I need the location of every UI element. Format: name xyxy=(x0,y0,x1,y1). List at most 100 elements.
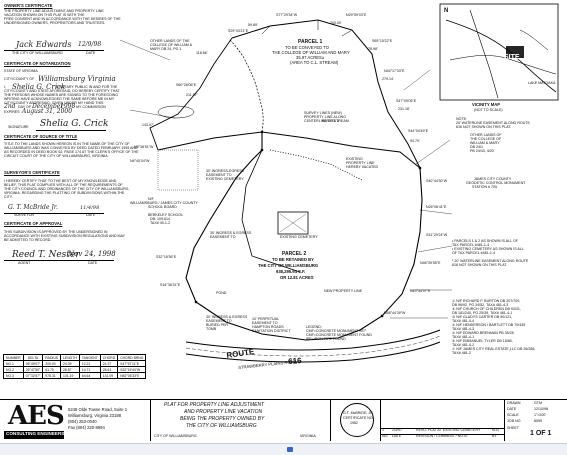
ingress-label-1: 30' INGRESS & EGRESS xyxy=(210,231,252,235)
adjoiner-6: TAX# 481-4-4 xyxy=(452,319,475,323)
approval-text-2: ACCORDANCE WITH EXISTING SUBDIVISION REG… xyxy=(4,234,126,238)
notarization-expires: August 31, 2000 xyxy=(22,108,73,115)
pond-outline xyxy=(157,105,195,119)
approval-text-1: THIS SUBDIVISION IS APPROVED BY THE UNDE… xyxy=(4,230,108,234)
parcel2-boundary xyxy=(185,132,423,341)
owners-date: 12/9/98 xyxy=(78,41,102,48)
survey-line-label-1: SURVEY LINES (NEW) xyxy=(304,111,342,115)
notarization-signature: Shelia G. Crick xyxy=(40,119,109,129)
approval-date: Nov 24, 1998 xyxy=(68,250,116,258)
north-arrow-icon: N xyxy=(444,8,449,14)
ingress-label-2: EASEMENT TO xyxy=(210,235,236,239)
source-text-2: WILLIAMSBURG AND WAS CONVEYED BY DEED DA… xyxy=(4,146,138,150)
parcel2-line-4: 938,295.94 S.F. xyxy=(276,269,306,274)
curve-cell: N52°06'33"E xyxy=(117,372,147,379)
company-address-1: 5248 Olde Towne Road, Suite 1 xyxy=(68,407,128,412)
boundary-bearing: N10°34'07"E xyxy=(410,289,431,293)
perpetual-easement-4: SANITATION DISTRICT xyxy=(252,329,291,333)
curve-cell: 131.09 xyxy=(99,372,119,379)
parcels-note-4: OF TAX PARCEL #481-1-4 xyxy=(452,251,496,255)
ingress-tomb-2: EASEMENT TO xyxy=(206,319,232,323)
title-block: AES CONSULTING ENGINEERS 5248 Olde Towne… xyxy=(0,399,567,442)
note-right-7: WILLIAM & MARY xyxy=(470,141,500,145)
viewer-scrollbar[interactable] xyxy=(0,443,567,455)
bearing-label: S47°09'05"E xyxy=(396,99,417,103)
bearing-label: S44°04'49"E xyxy=(408,129,429,133)
notarization-month: December xyxy=(32,103,64,110)
notarization-text-3: CITY/COUNTY AND STATE AFORESAID, DO HERE… xyxy=(4,89,120,93)
owners-name: THE CITY OF WILLIAMSBURG xyxy=(12,51,63,55)
parcel1-boundary xyxy=(231,19,421,169)
adjoiner-2: DB 96/92, PG 34/52, TAX# 481-4-3 xyxy=(452,303,509,307)
route-616-south-edge xyxy=(185,341,441,363)
adjoiner-10: TAX# 481-4-1 xyxy=(452,335,475,339)
revision-block: 1 2/3/97 REVD. PLAT AT EXISTING CEMETERY… xyxy=(380,400,505,441)
stream-centerline xyxy=(229,39,264,133)
surveyor-label: SURVEYOR xyxy=(14,213,35,217)
meta-label-sheet: SHEET xyxy=(507,426,519,430)
notarization-text-6: CITY/COUNTY AFORESAID. GIVEN UNDER MY HA… xyxy=(4,101,104,105)
plat-footer-right: VIRGINIA xyxy=(300,434,316,438)
boundary-bearing: N26°06'41"E xyxy=(426,205,447,209)
surveyor-date: 11/4/98 xyxy=(80,205,100,211)
meta-value-drawn: GTM xyxy=(534,401,542,405)
owners-certificate-text-1: THE PROPERTY LINE ADJUSTMENT AND PROPERT… xyxy=(4,9,104,13)
scrollbar-thumb[interactable] xyxy=(287,447,293,452)
owners-certificate-text-4: UNDERSIGNED OWNERS, PROPRIETORS AND TRUS… xyxy=(4,21,106,25)
boundary-bearing: N58°44'39"W xyxy=(384,311,406,315)
revision-row-date: 2/3/97 xyxy=(392,428,402,432)
parcel1-line-3: THE COLLEGE OF WILLIAM AND MARY xyxy=(272,50,350,55)
notarization-text-2: A NOTARY PUBLIC IN AND FOR THE xyxy=(56,85,118,89)
vicinity-lake-label: LAKE MATOAKA xyxy=(528,81,556,85)
notarization-text-4: THE PERSONS WHOSE NAMES ARE SIGNED TO TH… xyxy=(4,93,119,97)
curve-table: NUMBER DELTA RADIUS LENGTH TANGENT CHORD… xyxy=(3,354,147,379)
perpetual-easement-3: HAMPTON ROADS xyxy=(252,325,284,329)
parcel1-title: PARCEL 1 xyxy=(298,39,323,45)
easement-label-1: 30' INGRESS-EGRESS xyxy=(206,169,245,173)
note-right-3: 616 NOT SHOWN ON THIS PLAT. xyxy=(456,125,512,129)
owners-certificate-text-2: VACATION SHOWN ON THIS PLAT IS WITH THE xyxy=(4,13,85,17)
plat-footer-left: CITY OF WILLIAMSBURG xyxy=(154,434,197,438)
meta-value-scale: 1"=200' xyxy=(534,413,547,417)
notarization-text-1: I, xyxy=(4,85,6,89)
revision-header-date: DATE xyxy=(392,434,402,438)
revision-row-by: KLB xyxy=(492,428,499,432)
jcc-monument-2: GEODETIC CONTROL MONUMENT xyxy=(466,181,526,185)
other-lands-nw: OTHER LANDS OF THE COLLEGE OF WILLIAM & … xyxy=(150,39,193,51)
note-right-6: THE COLLEGE OF xyxy=(470,137,502,141)
vicinity-site-label: SITE xyxy=(504,54,520,61)
meta-value-date: 12/10/98 xyxy=(534,407,548,411)
adjoiner-1: ① N/F RICHARD F. BURTON DB 207/700, xyxy=(452,299,521,303)
survey-line-label-3: CENTERLINE OF STREAM xyxy=(304,119,349,123)
notarization-signature-label: SIGNATURE xyxy=(8,125,29,129)
bearing-label: S29°03'21"E xyxy=(228,29,249,33)
sheet-meta-block: DRAWN GTM DATE 12/10/98 SCALE 1"=200' JO… xyxy=(504,400,566,441)
distance-label: 231.18' xyxy=(398,107,410,111)
surveyor-text-3: THE CITY COUNCIL AND ORDINANCES OF THE C… xyxy=(4,187,130,191)
company-address-2: Williamsburg, Virginia 23188 xyxy=(68,413,121,418)
note-right-2: 20' WATERLINE EASEMENT ALONG ROUTE xyxy=(456,121,530,125)
seal-cert: CERTIFICATE NO. xyxy=(343,416,374,420)
route-616-north-edge xyxy=(185,329,441,351)
pond-label: POND xyxy=(216,291,227,295)
plat-drawing xyxy=(119,3,559,363)
adjoiner-9: ⑤ N/F EDWARD BRENMAN PB 35/28 xyxy=(452,331,514,335)
notarization-day: 2nd xyxy=(4,103,16,110)
notarization-text-9: EXPIRES xyxy=(4,110,20,114)
source-text-3: AS RECORDED IN DEED BOOK 62, PAGE 174 AT… xyxy=(4,150,139,154)
surveyor-date-label: DATE xyxy=(86,213,96,217)
note-right-1: NOTE: xyxy=(456,117,467,121)
company-logo: AES xyxy=(8,401,65,431)
surveyor-text-4: VIRGINIA, REGARDING THE PLATTING OF SUBD… xyxy=(4,191,125,195)
surveyor-text-5: CITY. xyxy=(4,195,13,199)
distance-label: 94.79' xyxy=(410,139,420,143)
parcels-note-6: * 20' WATERLINE EASEMENT ALONG ROUTE xyxy=(452,259,529,263)
boundary-bearing: S16°36'31"E xyxy=(160,283,181,287)
adjoiner-5: ③ N/F GLADYS CARTER DB 90/121, xyxy=(452,315,513,319)
approval-agent-label: AGENT xyxy=(18,261,31,265)
distance-label: 59.89' xyxy=(248,23,258,27)
school-board-2: WILLIAMSBURG / JAMES CITY COUNTY xyxy=(130,201,198,205)
meta-value-job: 8599 xyxy=(534,419,542,423)
plat-title-4: THE CITY OF WILLIAMSBURG xyxy=(186,423,257,429)
